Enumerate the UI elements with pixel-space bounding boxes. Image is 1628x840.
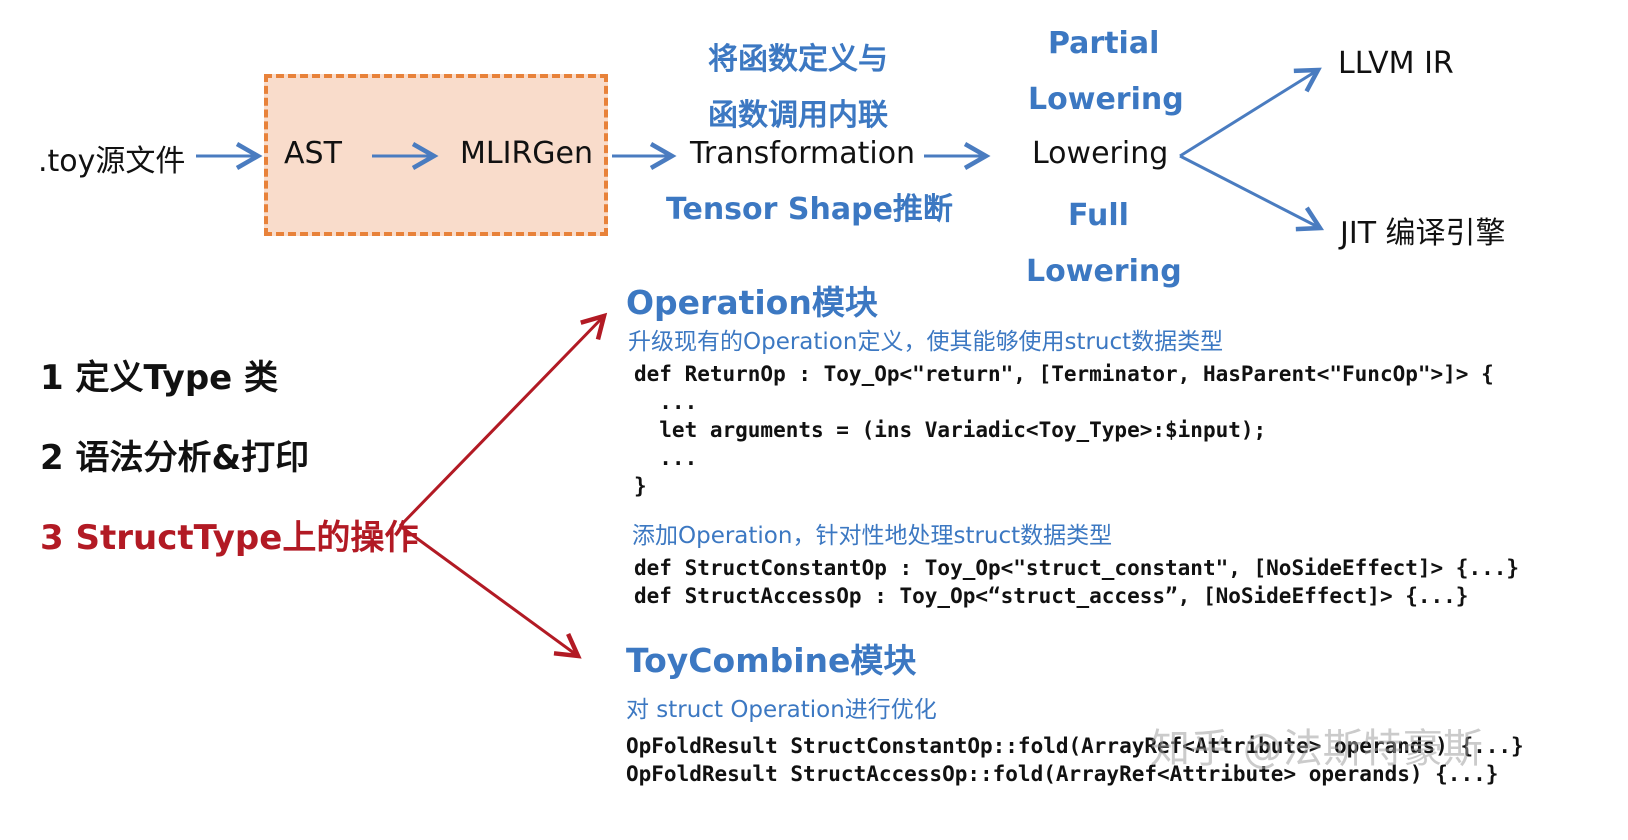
- partial-lowering-label-2: Lowering: [1028, 82, 1184, 117]
- arrow-step3-to-operation: [398, 312, 608, 528]
- code-line: def StructConstantOp : Toy_Op<"struct_co…: [634, 556, 1520, 580]
- code-line: let arguments = (ins Variadic<Toy_Type>:…: [634, 418, 1267, 442]
- return-op-code: def ReturnOp : Toy_Op<"return", [Termina…: [634, 360, 1494, 500]
- code-line: def ReturnOp : Toy_Op<"return", [Termina…: [634, 362, 1494, 386]
- arrow-step3-to-toycombine: [399, 524, 582, 659]
- source-node: .toy源文件: [38, 144, 186, 179]
- toycombine-module-desc: 对 struct Operation进行优化: [626, 697, 937, 723]
- ast-node: AST: [284, 136, 342, 171]
- step-1: 1 定义Type 类: [40, 358, 279, 398]
- partial-lowering-label-1: Partial: [1048, 26, 1160, 61]
- jit-node: JIT 编译引擎: [1340, 216, 1506, 251]
- step-3: 3 StructType上的操作: [40, 518, 419, 558]
- operation-module-title: Operation模块: [626, 283, 878, 322]
- transformation-node: Transformation: [690, 136, 916, 171]
- code-line: OpFoldResult StructConstantOp::fold(Arra…: [626, 734, 1524, 758]
- code-line: def StructAccessOp : Toy_Op<“struct_acce…: [634, 584, 1469, 608]
- code-line: ...: [634, 390, 698, 414]
- full-lowering-label-2: Lowering: [1026, 254, 1182, 289]
- full-lowering-label-1: Full: [1068, 198, 1129, 233]
- struct-ops-code: def StructConstantOp : Toy_Op<"struct_co…: [634, 554, 1519, 610]
- arrow-lowering-to-jit: [1179, 154, 1325, 232]
- watermark: 知乎 @法斯特豪斯: [1150, 726, 1483, 772]
- transformation-top-label-1: 将函数定义与: [708, 42, 888, 77]
- fold-code: OpFoldResult StructConstantOp::fold(Arra…: [626, 732, 1524, 788]
- llvm-ir-node: LLVM IR: [1338, 46, 1454, 81]
- mlirgen-node: MLIRGen: [460, 136, 594, 171]
- code-line: }: [634, 474, 647, 498]
- lowering-node: Lowering: [1032, 136, 1169, 171]
- transformation-bottom-label: Tensor Shape推断: [666, 192, 953, 227]
- toycombine-module-title: ToyCombine模块: [626, 641, 917, 680]
- code-line: OpFoldResult StructAccessOp::fold(ArrayR…: [626, 762, 1499, 786]
- code-line: ...: [634, 446, 698, 470]
- step-2: 2 语法分析&打印: [40, 438, 310, 478]
- transformation-top-label-2: 函数调用内联: [708, 98, 888, 133]
- operation-module-desc-2: 添加Operation，针对性地处理struct数据类型: [632, 523, 1113, 549]
- operation-module-desc-1: 升级现有的Operation定义，使其能够使用struct数据类型: [628, 329, 1224, 355]
- arrow-lowering-to-llvm: [1179, 67, 1322, 158]
